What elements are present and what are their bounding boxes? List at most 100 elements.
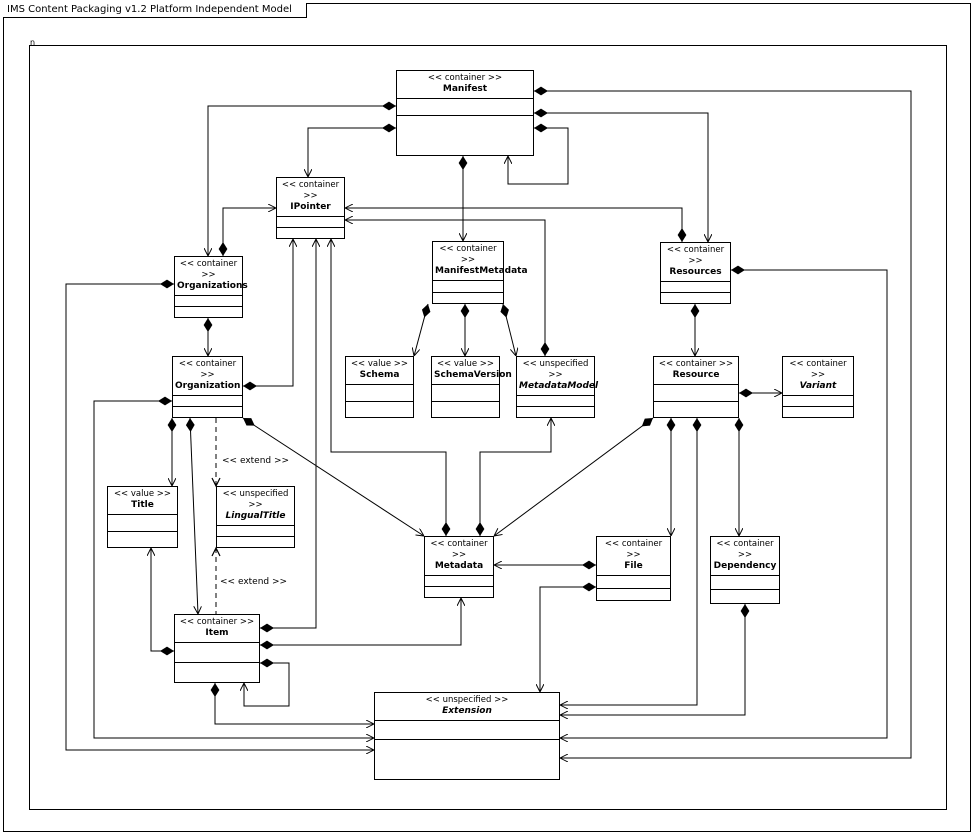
class-name: IPointer	[290, 202, 331, 212]
stereotype-label: << unspecified >>	[522, 359, 589, 380]
attributes-compartment	[425, 576, 493, 587]
attributes-compartment	[346, 385, 413, 402]
class-organizations[interactable]: << container >>Organizations	[174, 256, 248, 318]
stereotype-label: << container >>	[179, 259, 238, 280]
stereotype-label: << container >>	[439, 244, 497, 265]
class-name: Resources	[669, 267, 722, 277]
operations-compartment	[346, 402, 413, 418]
class-name: MetadataModel	[519, 381, 599, 391]
stereotype-label: << container >>	[281, 180, 340, 201]
stereotype-label: << container >>	[179, 617, 255, 627]
class-name: ManifestMetadata	[435, 266, 528, 276]
operations-compartment	[433, 293, 503, 304]
operations-compartment	[597, 589, 670, 601]
frame-title: IMS Content Packaging v1.2 Platform Inde…	[3, 3, 307, 18]
class-name: SchemaVersion	[434, 370, 512, 380]
edge-item-title	[151, 548, 174, 651]
attributes-compartment	[661, 282, 730, 293]
stereotype-label: << unspecified >>	[425, 695, 509, 705]
operations-compartment	[217, 537, 294, 547]
edge-organization-item	[190, 417, 198, 614]
edge-manifest-resources	[534, 113, 708, 242]
attributes-compartment	[432, 385, 499, 402]
class-metadata[interactable]: << container >>Metadata	[424, 536, 494, 598]
package-corner-mark: n	[30, 38, 36, 47]
edge-metadata-metadatamodel	[480, 418, 551, 536]
edge-dependency-extension	[560, 604, 745, 715]
stereotype-label: << value >>	[436, 359, 495, 369]
class-file[interactable]: << container >>File	[596, 536, 671, 601]
class-title[interactable]: << value >>Title	[107, 486, 178, 548]
edge-manifest-ipointer	[308, 128, 396, 177]
edge-organization-extension	[93, 401, 374, 738]
edge-organization-ipointer	[243, 239, 293, 386]
edge-item-metadata	[260, 598, 461, 645]
attributes-compartment	[173, 396, 242, 407]
extend-label: << extend >>	[222, 456, 290, 466]
edge-resources-ipointer	[345, 208, 682, 242]
class-dependency[interactable]: << container >>Dependency	[710, 536, 780, 604]
class-name: LingualTitle	[225, 511, 286, 521]
operations-compartment	[783, 407, 853, 417]
class-resource[interactable]: << container >>Resource	[653, 356, 739, 418]
class-item[interactable]: << container >>Item	[174, 614, 260, 683]
edge-organizations-extension	[65, 284, 374, 750]
operations-compartment	[397, 116, 533, 155]
attributes-compartment	[397, 99, 533, 116]
attributes-compartment	[711, 576, 779, 590]
edge-file-extension	[540, 587, 596, 692]
operations-compartment	[517, 407, 594, 417]
attributes-compartment	[277, 217, 344, 228]
attributes-compartment	[433, 281, 503, 293]
edge-item-extension	[215, 683, 374, 724]
edge-resource-metadata	[494, 417, 654, 536]
stereotype-label: << container >>	[658, 359, 734, 369]
stereotype-label: << container >>	[789, 359, 847, 380]
class-manifest[interactable]: << container >>Manifest	[396, 70, 534, 156]
stereotype-label: << container >>	[178, 359, 237, 380]
class-metadatamodel[interactable]: << unspecified >>MetadataModel	[516, 356, 599, 418]
class-name: Variant	[799, 381, 837, 391]
class-lingualtitle[interactable]: << unspecified >>LingualTitle	[216, 486, 295, 548]
edge-manifestmetadata-metadatamodel	[503, 303, 516, 356]
diagram-frame	[3, 3, 971, 832]
attributes-compartment	[783, 396, 853, 407]
edge-manifest-extension	[534, 91, 912, 758]
class-name: Extension	[442, 706, 492, 716]
class-schema[interactable]: << value >>Schema	[345, 356, 414, 418]
attributes-compartment	[217, 526, 294, 537]
operations-compartment	[277, 228, 344, 238]
class-schemaversion[interactable]: << value >>SchemaVersion	[431, 356, 512, 418]
class-organization[interactable]: << container >>Organization	[172, 356, 243, 418]
stereotype-label: << container >>	[716, 539, 774, 560]
operations-compartment	[425, 587, 493, 597]
stereotype-label: << container >>	[666, 245, 725, 266]
attributes-compartment	[175, 296, 242, 307]
stereotype-label: << value >>	[350, 359, 409, 369]
class-extension[interactable]: << unspecified >>Extension	[374, 692, 560, 780]
class-name: Resource	[672, 370, 720, 380]
operations-compartment	[711, 590, 779, 603]
class-name: Organization	[175, 381, 241, 391]
attributes-compartment	[175, 643, 259, 663]
class-name: Manifest	[442, 84, 488, 94]
class-name: Item	[205, 628, 229, 638]
operations-compartment	[432, 402, 499, 418]
class-ipointer[interactable]: << container >>IPointer	[276, 177, 345, 239]
extend-label: << extend >>	[220, 577, 288, 587]
attributes-compartment	[654, 385, 738, 402]
edge-metadata-ipointer	[331, 239, 446, 536]
class-manifestmetadata[interactable]: << container >>ManifestMetadata	[432, 241, 528, 304]
operations-compartment	[175, 663, 259, 682]
class-resources[interactable]: << container >>Resources	[660, 242, 731, 304]
operations-compartment	[108, 532, 177, 548]
edge-manifest-organizations	[208, 106, 396, 256]
edge-manifestmetadata-schema	[414, 303, 428, 356]
operations-compartment	[175, 307, 242, 317]
class-name: File	[624, 561, 643, 571]
operations-compartment	[661, 293, 730, 303]
stereotype-label: << container >>	[604, 539, 663, 560]
class-variant[interactable]: << container >>Variant	[782, 356, 854, 418]
edge-metadatamodel-ipointer	[345, 220, 545, 356]
package-boundary	[29, 45, 947, 810]
